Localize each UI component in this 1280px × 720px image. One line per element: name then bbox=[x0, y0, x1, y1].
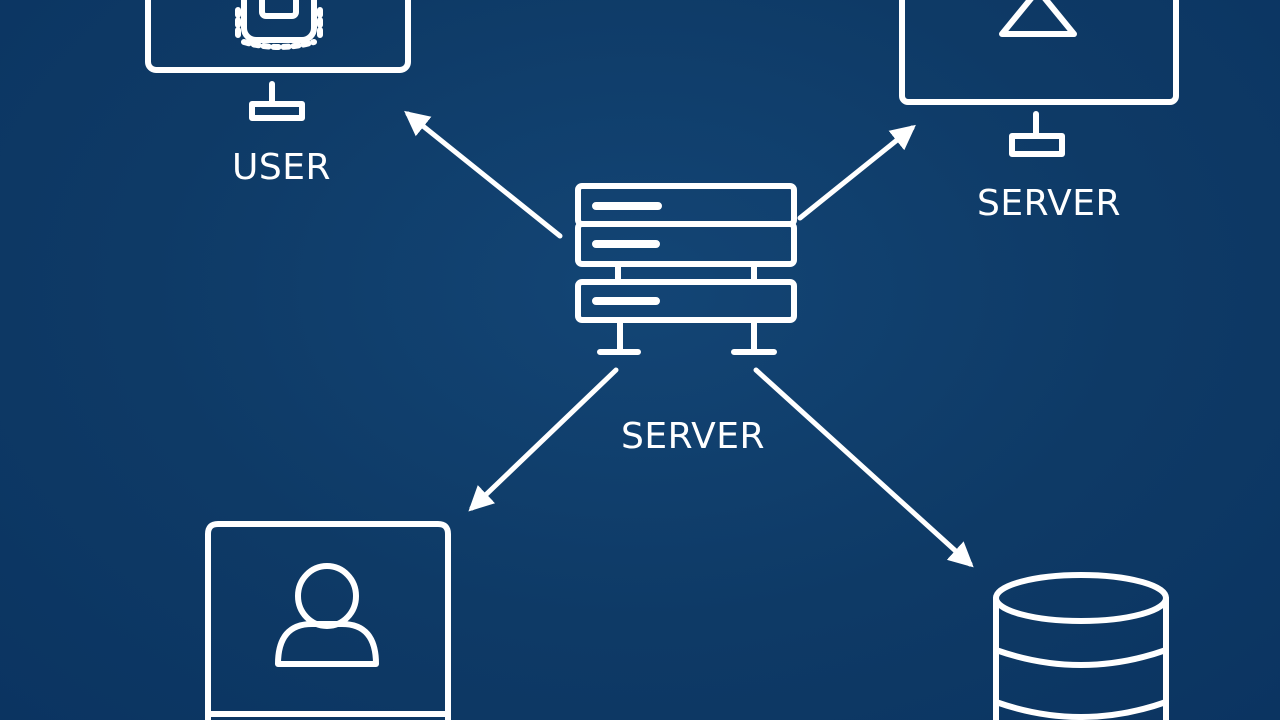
user-monitor-base bbox=[249, 101, 305, 121]
server-legs bbox=[617, 317, 757, 353]
user-profile-icon bbox=[275, 563, 379, 667]
server-unit-3 bbox=[575, 279, 797, 323]
server-connectors bbox=[615, 261, 757, 285]
user-monitor-screen bbox=[145, 0, 411, 73]
arrow-to-database bbox=[753, 367, 974, 568]
database-band-2 bbox=[993, 699, 1169, 720]
user-monitor-label: USER bbox=[232, 147, 331, 188]
central-server bbox=[575, 183, 797, 355]
server-monitor bbox=[899, 0, 1179, 157]
server-unit-2 bbox=[575, 221, 797, 267]
chip-icon bbox=[235, 0, 323, 50]
server-monitor-screen bbox=[899, 0, 1179, 105]
server-monitor-base bbox=[1009, 133, 1065, 157]
user-monitor bbox=[145, 0, 411, 121]
database bbox=[993, 572, 1169, 720]
database-band-1 bbox=[993, 647, 1169, 668]
user-terminal-frame bbox=[205, 521, 451, 720]
arrow-to-user-monitor bbox=[404, 110, 563, 239]
user-terminal bbox=[205, 521, 451, 720]
server-monitor-label: SERVER bbox=[977, 183, 1122, 224]
arrow-to-user-terminal bbox=[468, 367, 619, 512]
database-top bbox=[993, 572, 1169, 624]
central-server-label: SERVER bbox=[621, 416, 766, 457]
database-sides bbox=[993, 595, 1169, 720]
triangle-icon bbox=[999, 0, 1077, 37]
arrow-to-server-monitor bbox=[797, 124, 916, 221]
